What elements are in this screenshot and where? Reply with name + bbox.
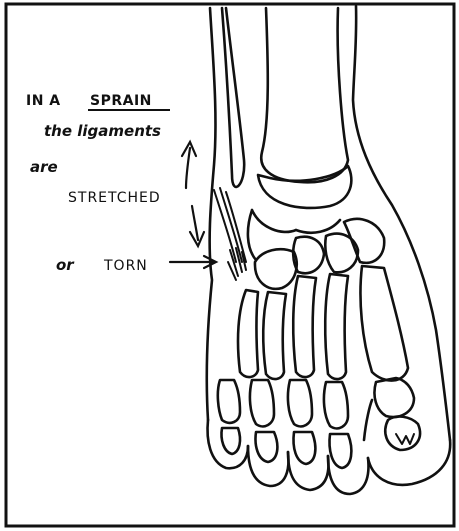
metatarsal-3 [293,276,316,377]
toe-outline-4 [248,446,288,486]
label-in-a: IN A [26,93,61,109]
phalanx-2b [330,434,352,468]
arrow-up-to-ligaments [182,142,196,188]
leg-outline-right [353,6,450,440]
metatarsal-2 [325,274,348,379]
phalanx-5b [221,428,240,454]
arrow-torn-to-ligament [170,256,216,268]
metatarsal-4 [263,292,286,379]
phalanx-1b [385,417,420,450]
tibia-bone [261,8,348,182]
phalanx-4a [250,380,274,426]
toe-outline-1 [368,440,450,485]
cuneiform-2 [325,234,358,273]
label-torn: TORN [103,258,148,274]
label-or: or [56,256,75,274]
arrow-down-from-stretched [190,206,204,246]
phalanx-3a [288,380,312,426]
label-sprain: SPRAIN [90,93,152,109]
metatarsal-5 [238,290,258,377]
phalanx-4b [256,432,278,462]
toe-outline-3 [288,452,328,490]
cuneiform-3 [344,219,384,263]
torn-ligament [214,188,246,280]
talus-bone [258,166,351,208]
phalanx-3b [294,432,316,464]
toe-gap [364,400,372,440]
cuboid-bone [255,249,297,289]
metatarsal-1 [360,266,408,381]
fibula-bone [222,8,244,187]
phalanx-1a [374,378,414,417]
label-stretched: STRETCHED [68,190,161,206]
big-toe-nail [396,434,414,444]
leg-outline-left [207,8,216,420]
phalanx-5a [218,380,240,423]
phalanx-2a [324,382,348,428]
label-are: are [30,158,58,176]
label-the-ligaments: the ligaments [44,122,161,140]
